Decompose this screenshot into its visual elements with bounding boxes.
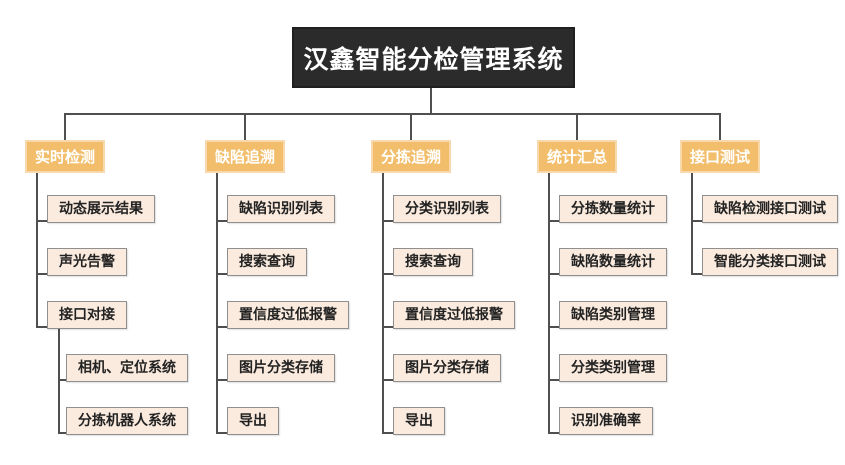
connector-drop-2 [244,113,246,140]
connector-stub [691,273,702,275]
connector-drop-3 [410,113,412,140]
connector-stub [382,273,393,275]
branch-sorting-trace: 分拣追溯 [371,140,451,173]
connector-stub [382,432,393,434]
connector-stub [216,220,227,222]
node-recognition-accuracy: 识别准确率 [559,407,653,435]
connector-stub [216,432,227,434]
connector-stub [216,379,227,381]
node-intelligent-classification-api-test: 智能分类接口测试 [702,248,838,276]
connector-stub [691,220,702,222]
connector-spine-4 [548,173,550,432]
node-sorting-quantity-stats: 分拣数量统计 [559,195,667,223]
connector-stub [382,220,393,222]
node-dynamic-display-results: 动态展示结果 [47,195,155,223]
connector-stub [548,220,559,222]
branch-realtime-detection: 实时检测 [25,140,105,173]
node-search-query-sorting: 搜索查询 [393,248,473,276]
connector-stub [548,273,559,275]
node-sorting-robot-system: 分拣机器人系统 [66,407,188,435]
connector-stub [216,273,227,275]
connector-stub [548,379,559,381]
node-defect-category-management: 缺陷类别管理 [559,301,667,329]
node-defect-recognition-list: 缺陷识别列表 [227,195,335,223]
node-low-confidence-alarm-defect: 置信度过低报警 [227,301,349,329]
connector-stub [58,432,66,434]
node-image-classified-storage-defect: 图片分类存储 [227,354,335,382]
node-image-classified-storage-sorting: 图片分类存储 [393,354,501,382]
connector-spine-2 [216,173,218,432]
connector-stub [36,273,47,275]
connector-stub [36,220,47,222]
connector-stub [548,326,559,328]
connector-stub [382,379,393,381]
branch-statistics-summary: 统计汇总 [537,140,617,173]
connector-drop-5 [719,113,721,140]
branch-defect-trace: 缺陷追溯 [205,140,285,173]
node-defect-quantity-stats: 缺陷数量统计 [559,248,667,276]
connector-stub [58,379,66,381]
connector-drop-4 [576,113,578,140]
node-camera-positioning-system: 相机、定位系统 [66,354,188,382]
node-classification-recognition-list: 分类识别列表 [393,195,501,223]
node-sound-light-alarm: 声光告警 [47,248,127,276]
node-classification-category-management: 分类类别管理 [559,354,667,382]
chart-title: 汉鑫智能分检管理系统 [292,27,575,88]
connector-rail [64,113,721,115]
connector-stub [382,326,393,328]
connector-spine-1-sub [58,329,60,432]
node-export-sorting: 导出 [393,407,445,435]
connector-spine-5 [691,173,693,273]
connector-drop-1 [64,113,66,140]
connector-stub [36,326,47,328]
connector-spine-1 [36,173,38,326]
node-search-query-defect: 搜索查询 [227,248,307,276]
node-defect-detection-api-test: 缺陷检测接口测试 [702,195,838,223]
connector-title-drop [430,88,432,114]
node-interface-docking: 接口对接 [47,301,127,329]
node-low-confidence-alarm-sorting: 置信度过低报警 [393,301,515,329]
branch-interface-test: 接口测试 [680,140,760,173]
connector-spine-3 [382,173,384,432]
connector-stub [216,326,227,328]
node-export-defect: 导出 [227,407,279,435]
connector-stub [548,432,559,434]
